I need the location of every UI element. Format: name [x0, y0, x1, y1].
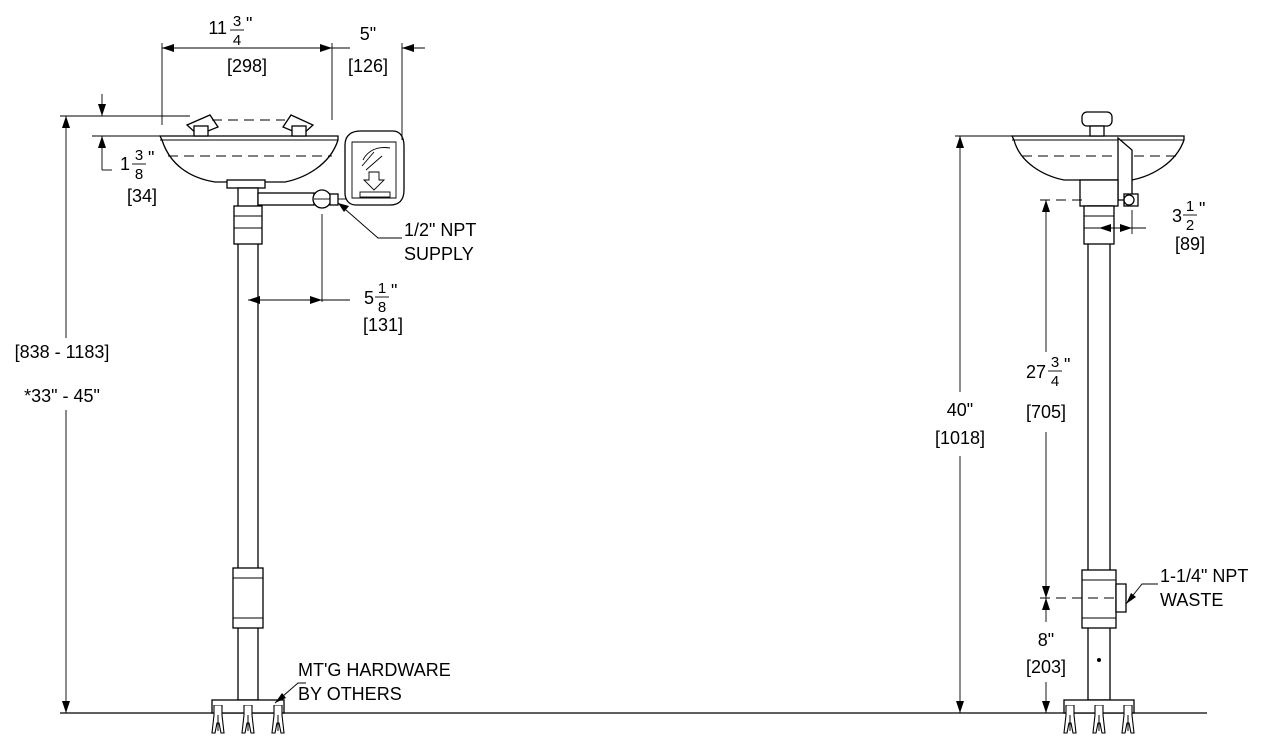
- hardware-line2: BY OTHERS: [298, 684, 402, 704]
- dim-top-width: 11 3 4 " [298]: [161, 13, 333, 125]
- hardware-note: MT'G HARDWARE BY OTHERS: [274, 660, 451, 704]
- left-height-mm: [838 - 1183]: [15, 342, 110, 362]
- dim-left-height: [838 - 1183] *33" - 45": [15, 115, 110, 713]
- top-width-denominator: 4: [233, 32, 241, 49]
- waste-height-whole: 27: [1026, 362, 1046, 382]
- dim-supply-offset: 5 1 8 " [131]: [248, 214, 403, 335]
- waste-height-mm: [705]: [1026, 402, 1066, 422]
- handle-offset-label: 5": [360, 24, 376, 44]
- svg-text:": ": [148, 148, 154, 168]
- right-supply-offset-denominator: 2: [1186, 217, 1194, 234]
- supply-note: 1/2" NPT SUPPLY: [337, 202, 476, 264]
- right-supply-offset-numerator: 1: [1186, 198, 1194, 215]
- svg-text:": ": [246, 14, 252, 34]
- dim-bowl-depth: 1 3 8 " [34]: [92, 94, 190, 206]
- top-width-numerator: 3: [233, 13, 241, 30]
- right-view: 3 1 2 " [89] 27 3 4 " [705]: [935, 111, 1248, 734]
- dim-waste-drop: 8" [203]: [1026, 598, 1066, 713]
- right-supply-offset-mm: [89]: [1175, 234, 1205, 254]
- top-width-mm: [298]: [227, 56, 267, 76]
- supply-offset-mm: [131]: [363, 315, 403, 335]
- supply-line1: 1/2" NPT: [404, 220, 476, 240]
- svg-text:": ": [1199, 199, 1205, 219]
- left-height-inches: *33" - 45": [24, 386, 100, 406]
- waste-note: 1-1/4" NPT WASTE: [1125, 566, 1248, 610]
- svg-text:": ": [391, 281, 397, 301]
- bowl-depth-whole: 1: [120, 154, 130, 174]
- left-view: 11 3 4 " [298] 5" [126] 1 3: [15, 13, 476, 734]
- supply-offset-whole: 5: [364, 288, 374, 308]
- dim-right-height: 40" [1018]: [935, 135, 1012, 713]
- right-supply-offset-whole: 3: [1172, 206, 1182, 226]
- right-spray-head: [1081, 111, 1113, 127]
- left-bowl: [158, 135, 339, 183]
- dim-handle-offset: 5" [126]: [332, 24, 425, 140]
- hardware-line1: MT'G HARDWARE: [298, 660, 451, 680]
- waste-drop-label: 8": [1038, 630, 1054, 650]
- right-waste-tee: [1081, 569, 1117, 629]
- waste-line2: WASTE: [1160, 590, 1223, 610]
- dim-right-supply-offset: 3 1 2 " [89]: [1099, 198, 1205, 254]
- push-handle-paddle: [344, 130, 405, 206]
- supply-offset-numerator: 1: [378, 280, 386, 297]
- supply-line2: SUPPLY: [404, 244, 474, 264]
- supply-offset-denominator: 8: [378, 299, 386, 316]
- handle-offset-mm: [126]: [348, 56, 388, 76]
- dim-waste-height: 27 3 4 " [705]: [1026, 199, 1116, 599]
- waste-height-numerator: 3: [1051, 354, 1059, 371]
- left-spray-heads: [185, 114, 315, 137]
- bowl-depth-denominator: 8: [135, 166, 143, 183]
- bowl-depth-numerator: 3: [135, 147, 143, 164]
- right-height-mm: [1018]: [935, 428, 985, 448]
- waste-line1: 1-1/4" NPT: [1160, 566, 1248, 586]
- waste-drop-mm: [203]: [1026, 657, 1066, 677]
- waste-height-denominator: 4: [1051, 373, 1059, 390]
- right-bowl: [1010, 135, 1185, 181]
- svg-text:": ": [1064, 355, 1070, 375]
- top-width-whole: 11: [208, 18, 227, 38]
- right-height-label: 40": [947, 400, 973, 420]
- bowl-depth-mm: [34]: [127, 186, 157, 206]
- left-supply-arm: [257, 192, 315, 206]
